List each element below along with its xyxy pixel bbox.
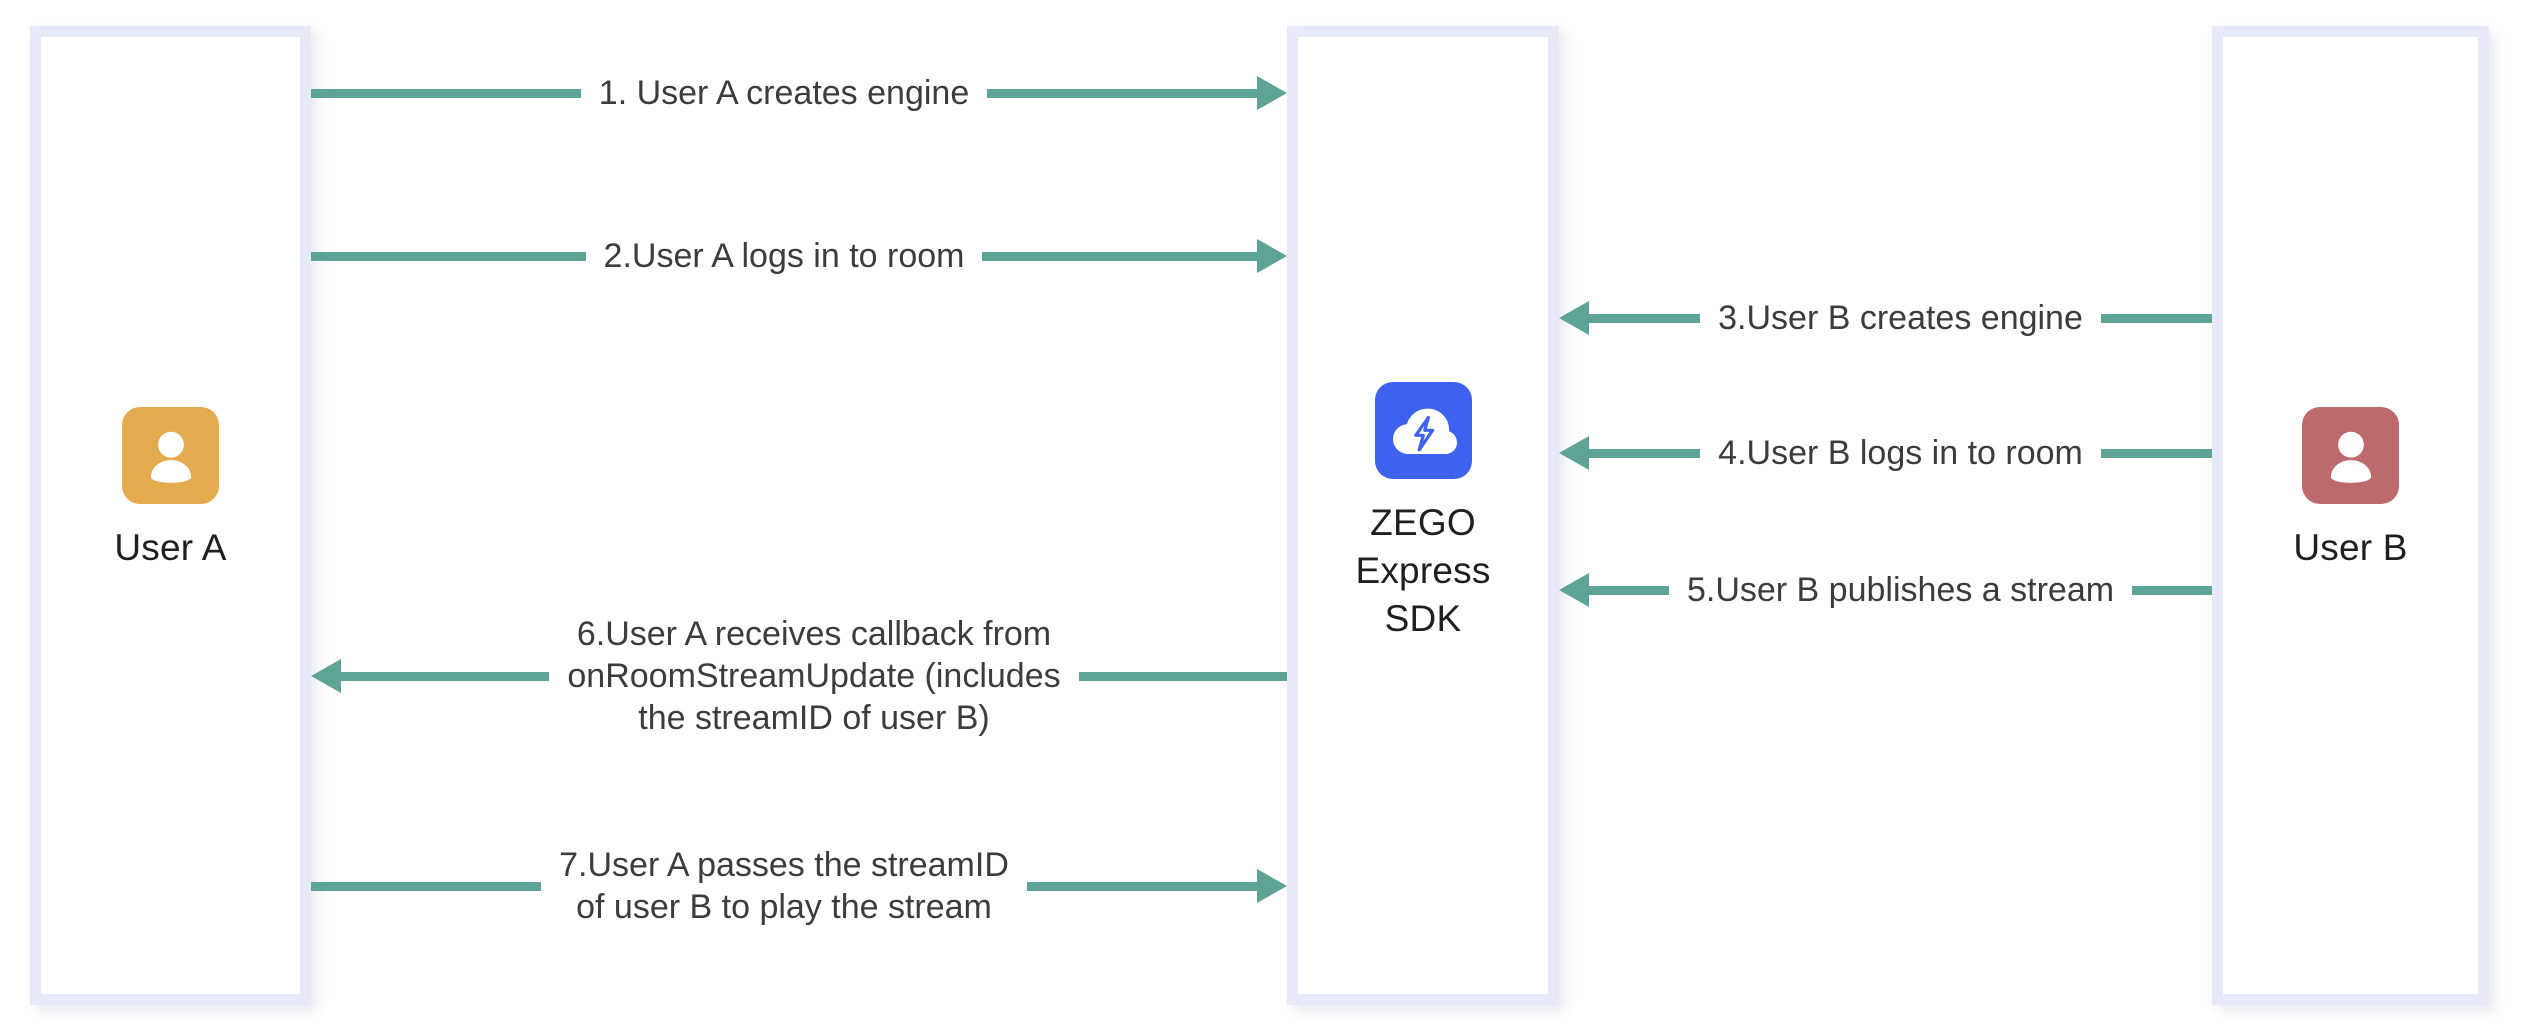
message-3-line-left: [1589, 313, 1701, 323]
message-5-line-right: [2132, 585, 2213, 595]
message-7-label: 7.User A passes the streamID of user B t…: [559, 846, 1009, 926]
message-3: 3.User B creates engine: [1559, 297, 2213, 339]
participant-label-zego-express-sdk: ZEGO Express SDK: [1355, 502, 1491, 639]
message-5: 5.User B publishes a stream: [1559, 569, 2213, 611]
message-2-line-right: [982, 251, 1258, 261]
message-1-label: 1. User A creates engine: [598, 74, 970, 112]
message-2: 2.User A logs in to room: [311, 235, 1288, 277]
message-1-line-left: [311, 88, 581, 98]
message-4: 4.User B logs in to room: [1559, 432, 2213, 474]
message-5-line-left: [1589, 585, 1669, 595]
arrowhead-left-icon: [1559, 436, 1589, 470]
lifeline-zego-express-sdk: ZEGO Express SDK: [1287, 26, 1559, 1005]
message-2-line-left: [311, 251, 586, 261]
participant-label-user-a: User A: [114, 527, 227, 568]
message-3-label: 3.User B creates engine: [1718, 299, 2083, 337]
message-5-label: 5.User B publishes a stream: [1686, 571, 2115, 609]
message-7: 7.User A passes the streamID of user B t…: [311, 826, 1288, 946]
cloud-lightning-icon: [1374, 382, 1472, 479]
message-1: 1. User A creates engine: [311, 72, 1288, 114]
message-6: 6.User A receives callback from onRoomSt…: [311, 596, 1287, 756]
lifeline-user-a: User A: [30, 26, 311, 1005]
arrowhead-right-icon: [1257, 76, 1288, 110]
participant-user-b: User B: [2223, 407, 2478, 572]
message-3-line-right: [2100, 313, 2213, 323]
message-6-line-left: [341, 671, 550, 681]
message-1-line-right: [987, 88, 1258, 98]
message-4-line-right: [2100, 448, 2213, 458]
message-4-line-left: [1589, 448, 1701, 458]
arrowhead-left-icon: [1559, 573, 1589, 607]
person-avatar-icon: [2302, 407, 2399, 504]
message-6-line-right: [1078, 671, 1287, 681]
participant-label-user-b: User B: [2293, 527, 2408, 568]
lifeline-user-b: User B: [2212, 26, 2489, 1005]
participant-user-a: User A: [41, 407, 300, 572]
message-6-label: 6.User A receives callback from onRoomSt…: [567, 615, 1061, 737]
message-7-line-left: [311, 881, 542, 891]
arrowhead-right-icon: [1257, 869, 1288, 903]
message-7-line-right: [1026, 881, 1258, 891]
message-4-label: 4.User B logs in to room: [1718, 434, 2083, 472]
arrowhead-right-icon: [1257, 239, 1288, 273]
message-2-label: 2.User A logs in to room: [603, 237, 965, 275]
arrowhead-left-icon: [311, 659, 341, 693]
participant-zego-express-sdk: ZEGO Express SDK: [1298, 382, 1548, 643]
arrowhead-left-icon: [1559, 301, 1589, 335]
person-avatar-icon: [122, 407, 219, 504]
